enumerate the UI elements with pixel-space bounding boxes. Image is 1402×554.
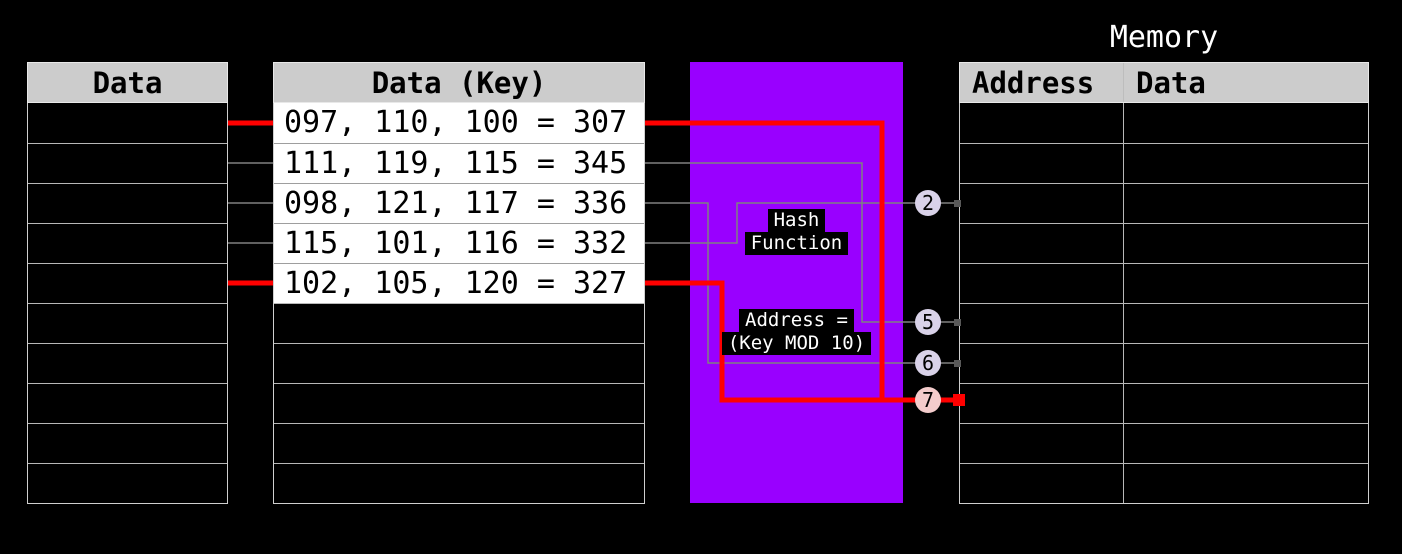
key-row: 102, 105, 120 = 327 — [274, 263, 644, 303]
memory-address-cell — [960, 344, 1124, 383]
memory-address-cell — [960, 424, 1124, 463]
hash-output-circle-5: 5 — [915, 309, 941, 335]
hash-formula-line2: (Key MOD 10) — [721, 332, 872, 355]
hash-output-circle-6: 6 — [915, 350, 941, 376]
memory-row — [960, 263, 1368, 303]
table-row — [28, 183, 227, 223]
key-table-header: Data (Key) — [273, 62, 645, 103]
memory-table-body — [959, 103, 1369, 504]
hash-output-circle-2: 2 — [915, 190, 941, 216]
key-row: 111, 119, 115 = 345 — [274, 143, 644, 183]
key-row-empty — [274, 343, 644, 383]
hash-function-box — [690, 62, 903, 503]
memory-data-cell — [1124, 344, 1368, 383]
hash-function-label-line1: Hash — [767, 209, 826, 232]
memory-data-cell — [1124, 103, 1368, 143]
memory-row — [960, 423, 1368, 463]
hash-function-label: Hash Function — [690, 209, 903, 255]
memory-row — [960, 103, 1368, 143]
source-data-table-header: Data — [27, 62, 228, 103]
memory-address-cell — [960, 144, 1124, 183]
table-row — [28, 263, 227, 303]
memory-table: Address Data — [959, 62, 1369, 504]
key-row-empty — [274, 463, 644, 503]
memory-data-cell — [1124, 184, 1368, 223]
key-row-empty — [274, 303, 644, 343]
memory-table-header: Address Data — [959, 62, 1369, 103]
key-row: 115, 101, 116 = 332 — [274, 223, 644, 263]
memory-data-cell — [1124, 224, 1368, 263]
key-table: Data (Key) 097, 110, 100 = 307 111, 119,… — [273, 62, 645, 504]
memory-header-data: Data — [1136, 66, 1206, 100]
memory-row — [960, 383, 1368, 423]
key-table-body: 097, 110, 100 = 307 111, 119, 115 = 345 … — [273, 103, 645, 504]
key-row: 097, 110, 100 = 307 — [274, 103, 644, 143]
memory-data-cell — [1124, 424, 1368, 463]
memory-row — [960, 183, 1368, 223]
table-row — [28, 103, 227, 143]
table-row — [28, 343, 227, 383]
memory-data-cell — [1124, 304, 1368, 343]
memory-address-cell — [960, 304, 1124, 343]
key-row-empty — [274, 383, 644, 423]
memory-row — [960, 223, 1368, 263]
key-row: 098, 121, 117 = 336 — [274, 183, 644, 223]
memory-data-cell — [1124, 384, 1368, 423]
table-row — [28, 303, 227, 343]
memory-address-cell — [960, 103, 1124, 143]
memory-title: Memory — [1109, 20, 1219, 55]
memory-address-cell — [960, 264, 1124, 303]
memory-data-cell — [1124, 264, 1368, 303]
hash-function-label-line2: Function — [744, 232, 849, 255]
table-row — [28, 423, 227, 463]
table-row — [28, 383, 227, 423]
hash-formula-line1: Address = — [739, 309, 854, 332]
memory-row — [960, 343, 1368, 383]
table-row — [28, 223, 227, 263]
memory-data-cell — [1124, 144, 1368, 183]
source-data-table: Data — [27, 62, 228, 504]
memory-row — [960, 303, 1368, 343]
table-row — [28, 143, 227, 183]
memory-data-cell — [1124, 464, 1368, 503]
memory-row — [960, 463, 1368, 503]
memory-header-address: Address — [960, 63, 1124, 102]
memory-row — [960, 143, 1368, 183]
memory-address-cell — [960, 384, 1124, 423]
source-data-table-body — [27, 103, 228, 504]
memory-address-cell — [960, 224, 1124, 263]
key-row-empty — [274, 423, 644, 463]
memory-address-cell — [960, 184, 1124, 223]
hash-formula-label: Address = (Key MOD 10) — [690, 309, 903, 355]
table-row — [28, 463, 227, 503]
hash-output-circle-7: 7 — [915, 387, 941, 413]
memory-address-cell — [960, 464, 1124, 503]
